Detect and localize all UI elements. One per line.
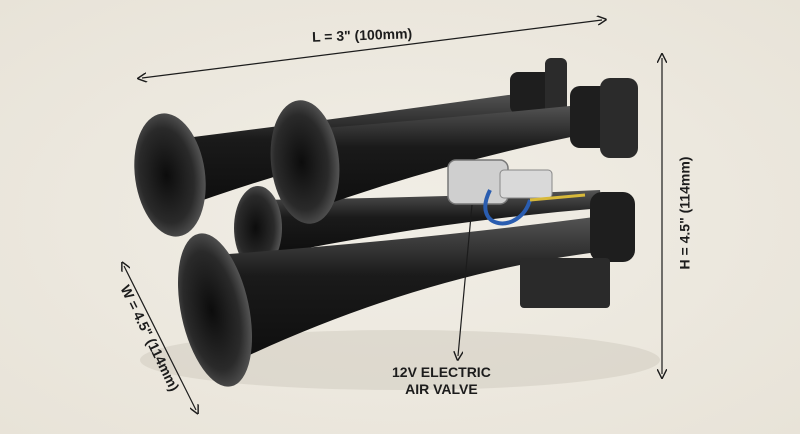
valve-callout: 12V ELECTRIC AIR VALVE	[392, 364, 491, 398]
width-dimension-line	[124, 266, 196, 410]
electric-air-valve	[447, 159, 586, 226]
length-dimension-line	[142, 20, 602, 78]
horn-front-top	[270, 78, 638, 224]
valve-callout-line2: AIR VALVE	[405, 381, 478, 397]
height-label: H = 4.5" (114mm)	[676, 156, 693, 270]
horn-front-bottom	[177, 192, 635, 387]
horn-back-lower	[234, 186, 602, 270]
valve-leader-line	[458, 204, 473, 356]
valve-callout-line1: 12V ELECTRIC	[392, 364, 491, 380]
